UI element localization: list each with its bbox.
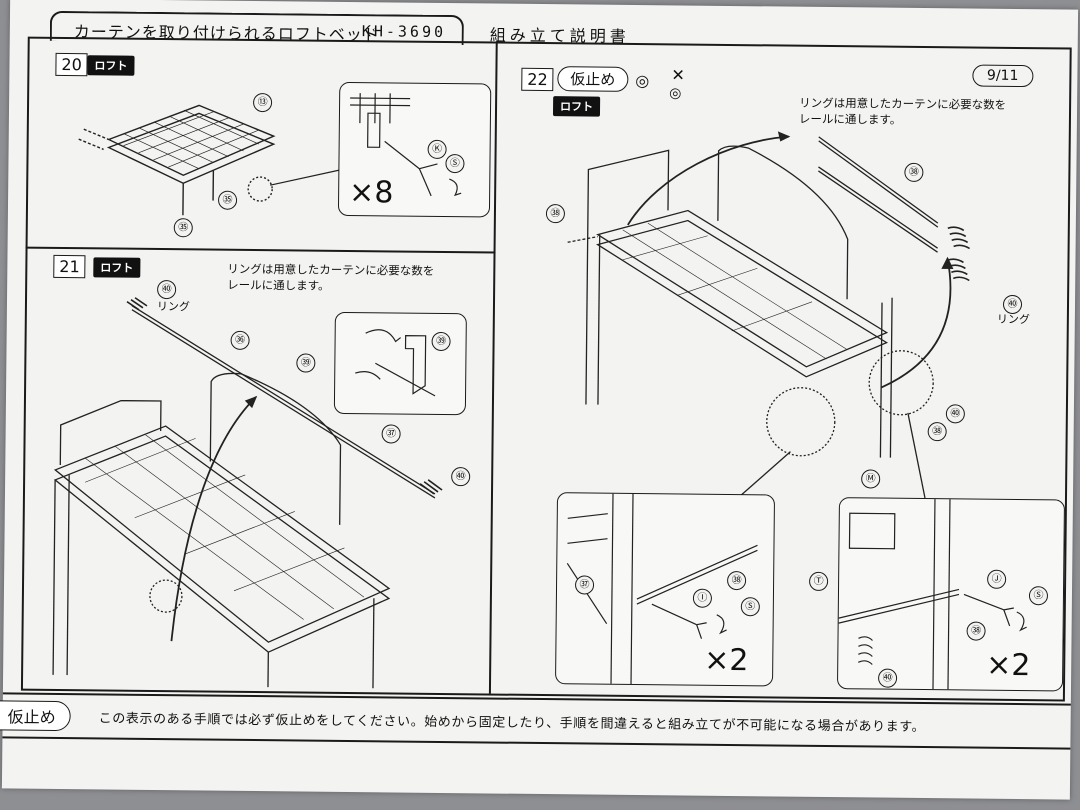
step-22-rail-and-bed-drawing	[525, 124, 1069, 490]
page-number: 9/11	[971, 64, 1034, 88]
step-22-detail-right: Ⓣ Ⓙ Ⓢ ㊳ ㊵ ×2	[809, 497, 1065, 692]
step-21-note-line2: レールに通します。	[227, 277, 330, 293]
step-22-note: リングは用意したカーテンに必要な数を レールに通します。	[799, 95, 1006, 129]
step-21-badge: ロフト	[93, 257, 141, 278]
footer-rule-bottom	[2, 736, 1071, 750]
step-20-loft-frame-drawing	[78, 79, 300, 231]
step-20-multiplier: ×8	[348, 174, 394, 211]
step-20-number: 20	[55, 52, 88, 77]
part-35-label-b: ㉟	[173, 218, 193, 238]
step-20-badge: ロフト	[87, 55, 135, 76]
step-20-bolt-detail-drawing	[339, 83, 490, 217]
part-40-label-e: ㊵	[877, 668, 898, 688]
part-J-label: Ⓙ	[987, 569, 1007, 589]
model-number: KH-3690	[361, 22, 447, 41]
step-21-note: リングは用意したカーテンに必要な数を レールに通します。	[227, 261, 434, 295]
part-S-label-c: Ⓢ	[1028, 586, 1049, 606]
step-20-leader-line	[270, 167, 340, 188]
part-S-label: Ⓢ	[445, 153, 465, 174]
cross-icon: ✕	[671, 65, 685, 85]
step-21-rail-and-bed-drawing	[43, 295, 487, 690]
step-20-detail-callout: Ⓚ Ⓢ ×8	[337, 81, 492, 218]
part-39-label-b: ㊴	[431, 331, 451, 352]
footer-notice: 仮止め この表示のある手順では必ず仮止めをしてください。始めから固定したり、手順…	[0, 692, 1071, 751]
step-22-right-multiplier: ×2	[986, 647, 1031, 684]
footer-warning-text: この表示のある手順では必ず仮止めをしてください。始めから固定したり、手順を間違え…	[98, 711, 926, 736]
step-22-karidome-tag: 仮止め	[557, 66, 629, 92]
part-S-label-b: Ⓢ	[740, 597, 760, 617]
step-21-detail-callout: ㊴	[333, 311, 467, 416]
washer-icon: ◎	[669, 85, 682, 102]
part-38-label-d: ㊳	[727, 570, 747, 591]
step-21-bracket-detail-drawing	[335, 313, 466, 414]
part-37-label-b: ㊲	[574, 575, 595, 595]
part-M-label: Ⓜ	[861, 469, 881, 489]
step-22-badge: ロフト	[552, 96, 601, 117]
part-I-label: Ⓘ	[692, 588, 713, 608]
step-22-left-multiplier: ×2	[704, 642, 749, 679]
part-38-label-e: ㊳	[966, 621, 986, 641]
step-22-number: 22	[521, 67, 554, 92]
footer-karidome-tag: 仮止め	[0, 700, 71, 732]
part-35-label-a: ㉟	[217, 190, 238, 210]
step-22-detail-left: ㊲ Ⓘ Ⓢ ㊳ ×2	[555, 492, 776, 687]
part-K-label: Ⓚ	[427, 139, 447, 160]
nut-icon: ◎	[635, 70, 650, 91]
step-21-number: 21	[53, 254, 86, 279]
part-T-label: Ⓣ	[809, 571, 829, 592]
step-22-right-bolt-drawing	[838, 498, 1064, 690]
part-13-label: ⑬	[252, 92, 273, 113]
